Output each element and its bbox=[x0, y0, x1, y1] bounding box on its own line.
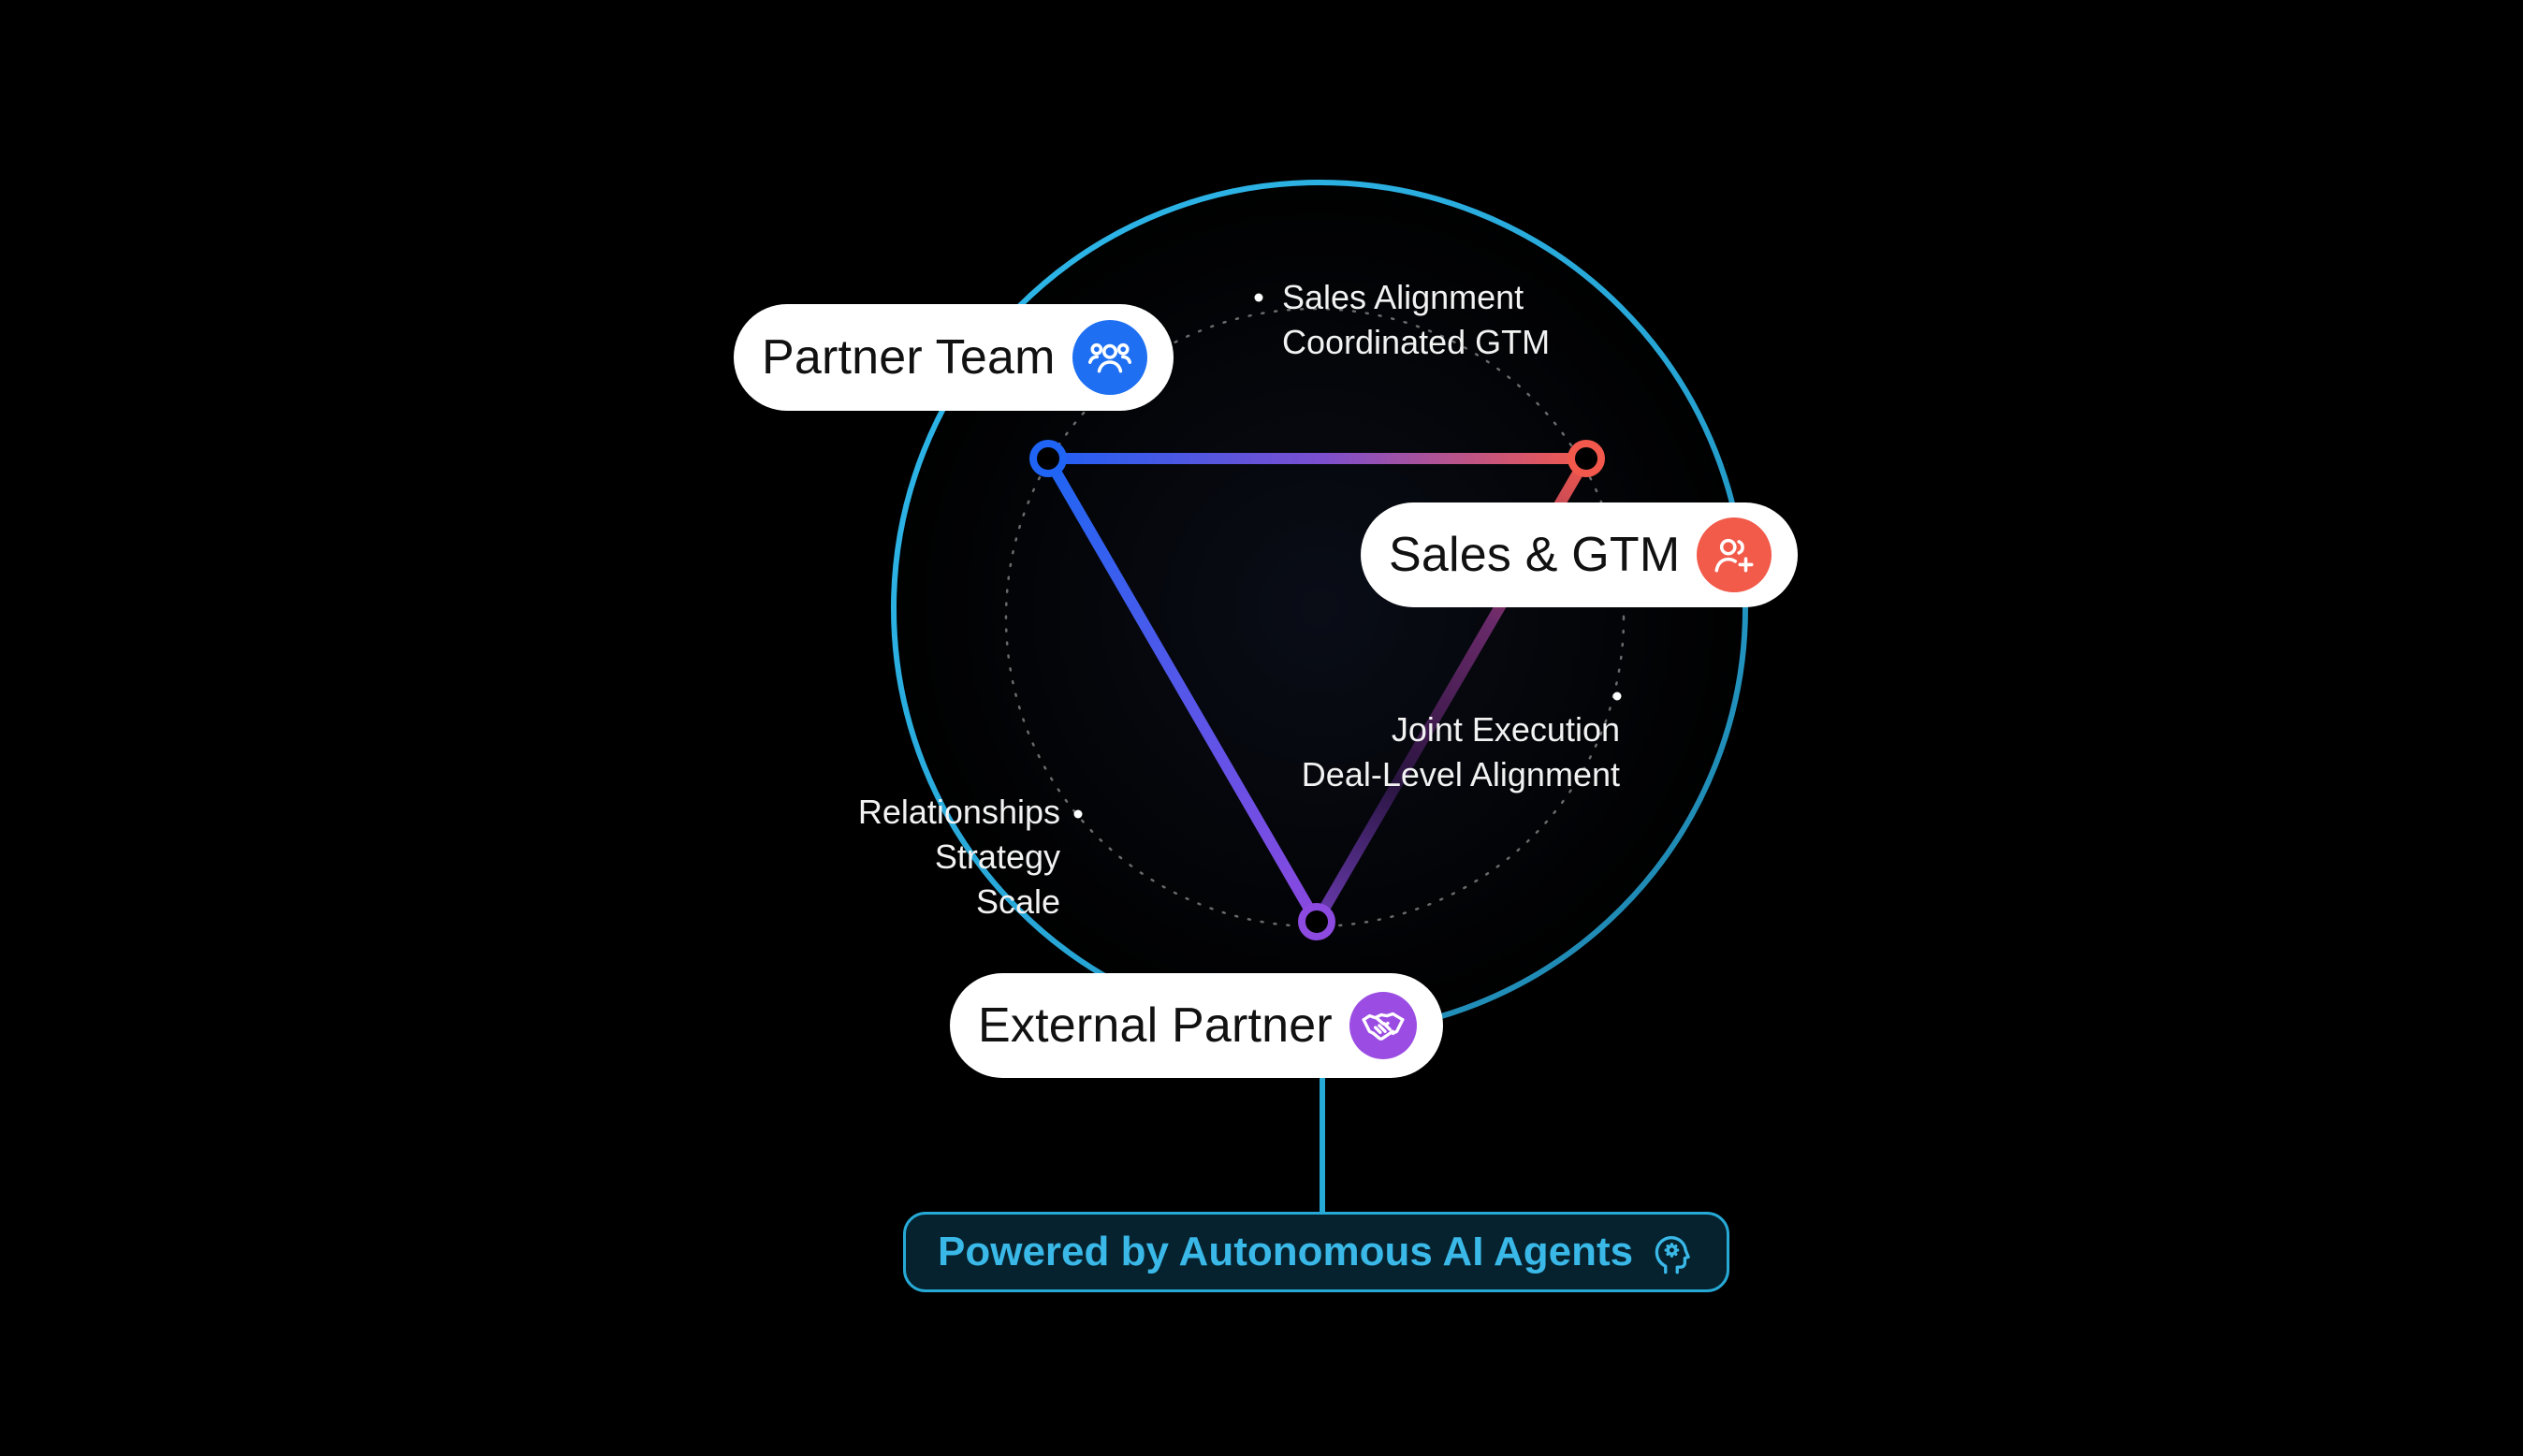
banner-text: Powered by Autonomous AI Agents bbox=[938, 1229, 1634, 1274]
note-dot-left bbox=[1073, 809, 1083, 819]
node-label: External Partner bbox=[978, 998, 1333, 1053]
note-line: Deal-Level Alignment bbox=[1301, 755, 1620, 794]
team-icon bbox=[1072, 320, 1147, 395]
node-sales-gtm[interactable]: Sales & GTM bbox=[1361, 502, 1799, 607]
note-line: Joint Execution bbox=[1391, 710, 1620, 749]
user-add-icon bbox=[1697, 517, 1772, 592]
note-line: Coordinated GTM bbox=[1282, 323, 1551, 361]
node-label: Sales & GTM bbox=[1389, 528, 1681, 582]
ai-head-icon bbox=[1655, 1235, 1690, 1274]
note-line: Sales Alignment bbox=[1282, 278, 1524, 316]
handshake-icon bbox=[1349, 992, 1417, 1059]
ai-agents-banner: Powered by Autonomous AI Agents bbox=[903, 1212, 1729, 1292]
note-top: Sales Alignment Coordinated GTM bbox=[1282, 275, 1550, 365]
note-line: Strategy bbox=[934, 837, 1060, 876]
vertex-external-partner bbox=[1298, 903, 1335, 940]
note-line: Scale bbox=[975, 882, 1060, 921]
note-line: Relationships bbox=[857, 793, 1060, 831]
vertex-sales-gtm bbox=[1568, 440, 1605, 477]
note-dot-right bbox=[1612, 692, 1622, 701]
node-partner-team[interactable]: Partner Team bbox=[734, 304, 1174, 411]
note-dot-top bbox=[1254, 293, 1263, 302]
note-left: Relationships Strategy Scale bbox=[858, 790, 1060, 925]
node-external-partner[interactable]: External Partner bbox=[950, 973, 1443, 1078]
node-label: Partner Team bbox=[762, 330, 1056, 385]
note-right: Joint Execution Deal-Level Alignment bbox=[1302, 707, 1620, 797]
edge-partner-external bbox=[1043, 453, 1322, 927]
vertex-partner-team bbox=[1029, 440, 1067, 477]
